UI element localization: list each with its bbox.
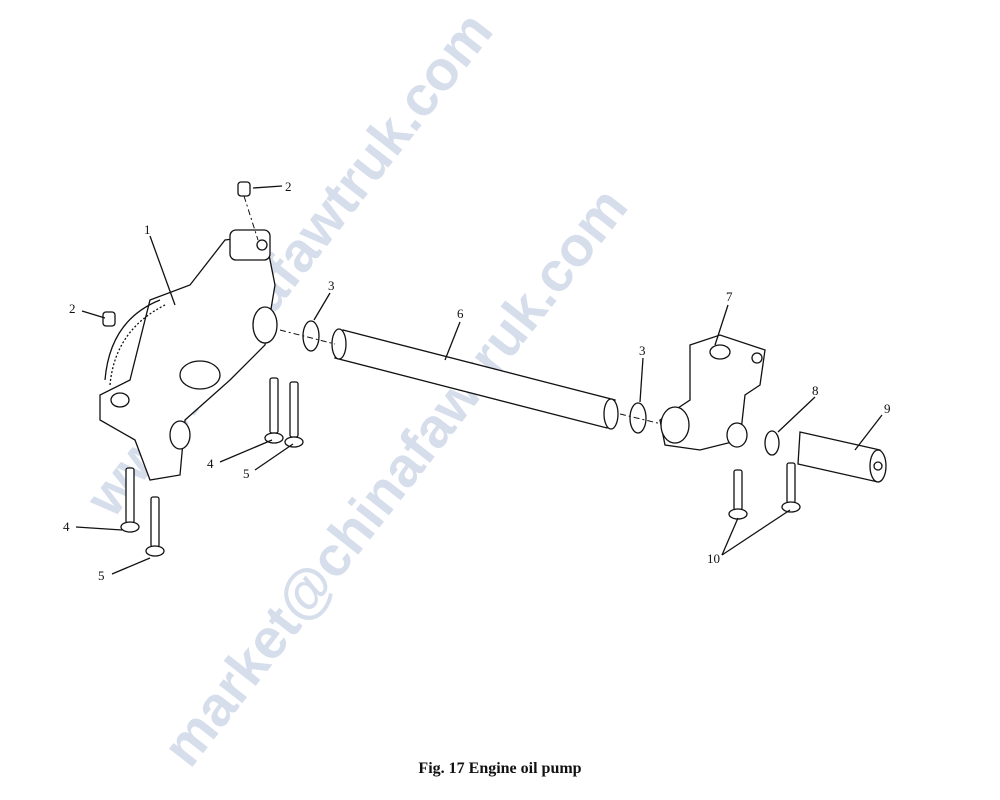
- bolts-left: [120, 377, 304, 557]
- callout-10: 10: [707, 551, 720, 566]
- plug-left: [102, 311, 116, 327]
- callout-3-right: 3: [639, 343, 646, 358]
- figure-caption: Fig. 17 Engine oil pump: [418, 760, 582, 777]
- callout-2-left: 2: [69, 301, 76, 316]
- callout-7: 7: [726, 289, 733, 304]
- callout-3-left: 3: [328, 278, 335, 293]
- hex-adapter: [797, 431, 887, 483]
- callout-8: 8: [812, 383, 819, 398]
- seal-ring: [764, 430, 780, 456]
- oil-pump-body: [99, 229, 278, 481]
- callout-1: 1: [144, 222, 151, 237]
- callout-9: 9: [884, 401, 891, 416]
- callout-labels: 1 2 2 3 3 4 4 5 5 6 7 8 9 10: [63, 179, 891, 583]
- suction-tube: [331, 328, 619, 430]
- o-ring-left: [302, 320, 320, 352]
- callout-4-upper: 4: [207, 456, 214, 471]
- callout-6: 6: [457, 306, 464, 321]
- callout-5-upper: 5: [243, 466, 250, 481]
- plug-top: [237, 181, 251, 197]
- tube-bracket: [659, 334, 766, 451]
- callout-4-lower: 4: [63, 519, 70, 534]
- callout-2-top: 2: [285, 179, 292, 194]
- leader-lines: [75, 185, 883, 575]
- callout-5-lower: 5: [98, 568, 105, 583]
- bolts-right: [728, 462, 801, 520]
